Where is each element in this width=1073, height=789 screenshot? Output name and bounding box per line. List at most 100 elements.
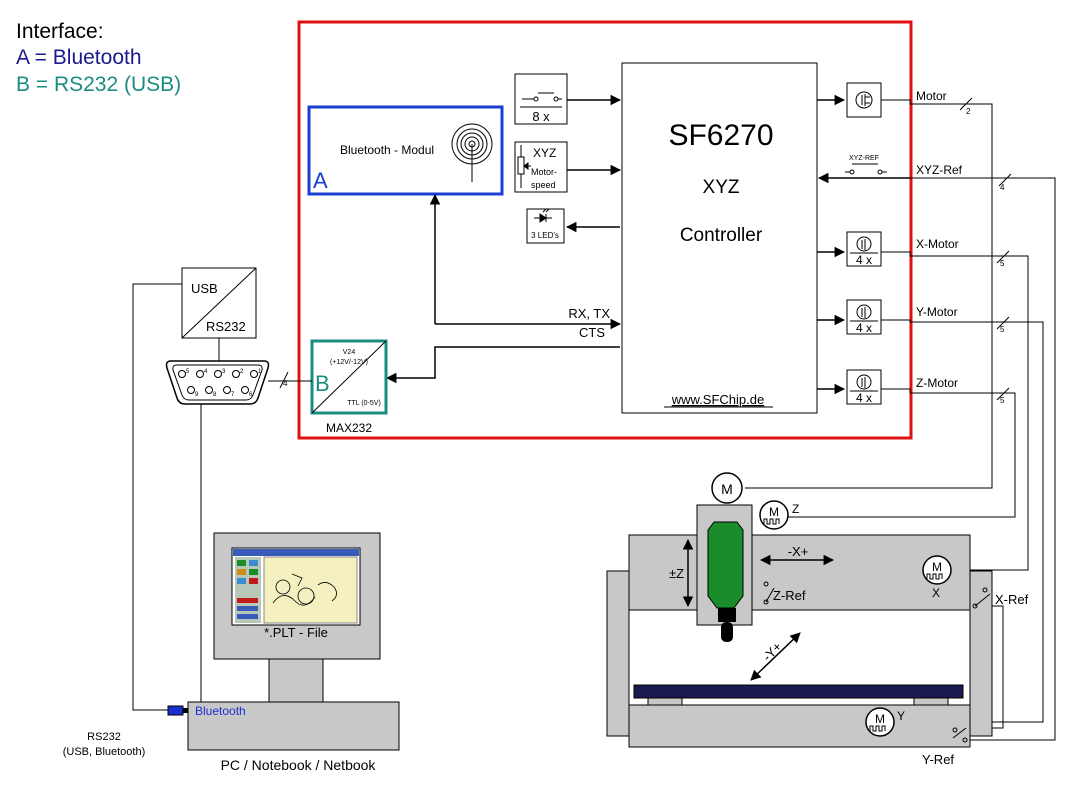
x-motor-output-label: X-Motor: [916, 237, 959, 251]
sf6270-controller: SF6270 XYZ Controller www.SFChip.de: [621, 62, 818, 414]
controller-name: SF6270: [668, 119, 773, 152]
motor-output-label: Motor: [916, 89, 947, 103]
z-motor-driver: 4 x: [846, 369, 882, 405]
potentiometer-icon: [517, 145, 531, 188]
db9-pin-number: 4: [204, 369, 208, 375]
y-ref-switch: [952, 727, 968, 743]
db9-pin: [232, 370, 240, 378]
legend-title: Interface:: [16, 20, 104, 43]
db9-pin-number: 5: [186, 369, 190, 375]
led-outputs: 3 LED's: [526, 208, 565, 244]
bluetooth-letter-a: A: [313, 168, 328, 193]
spindle: [707, 521, 744, 609]
db9-pin-number: 1: [258, 369, 262, 375]
max232-ttl: TTL (0-5V): [347, 400, 381, 407]
db9-pin-number: 9: [195, 392, 199, 398]
z-motor-mult: 4 x: [856, 391, 872, 405]
legend-b: B = RS232 (USB): [16, 73, 181, 96]
work-bed: [633, 684, 964, 699]
db9-pin-number: 2: [240, 369, 244, 375]
y-motor-letter: M: [875, 712, 885, 726]
x-motor-icon: M: [922, 555, 952, 585]
machine-right-side: [969, 570, 993, 737]
z-motor-bus-count: 5: [1000, 396, 1005, 405]
x-motor-axis-label: X: [932, 586, 940, 600]
xyz-ref-switch-label: XYZ-REF: [849, 155, 879, 162]
db9-pin-number: 3: [222, 369, 226, 375]
monitor-stand: [268, 658, 324, 703]
bluetooth-module-label: Bluetooth - Modul: [340, 143, 434, 157]
switch-icon: [522, 92, 562, 102]
x-motor-driver: 4 x: [846, 231, 882, 267]
y-base: [628, 704, 971, 748]
controller-url: www.SFChip.de: [671, 392, 764, 407]
xyz-ref-switch: [845, 163, 887, 175]
x-axis-label: -X+: [788, 544, 809, 559]
controller-line3: Controller: [680, 225, 763, 246]
transistor-icon: [856, 304, 872, 320]
pc-connection-line1: RS232: [87, 731, 121, 743]
x-ref-label: X-Ref: [995, 592, 1029, 607]
bluetooth-module: Bluetooth - Modul A: [307, 105, 504, 196]
usb-label: USB: [191, 281, 218, 296]
y-motor-driver: 4 x: [846, 299, 882, 335]
db9-pin: [187, 386, 195, 394]
controller-box: [621, 62, 818, 414]
transistor-icon: [855, 91, 873, 109]
controller-io-arrows: [565, 94, 910, 395]
max232-v24: V24: [343, 349, 356, 356]
spindle-motor-letter: M: [721, 481, 733, 497]
led-icon: [534, 208, 552, 223]
pc-workstation: *.PLT - File Bluetooth PC / Notebook / N…: [63, 532, 400, 773]
z-motor-axis-label: Z: [792, 502, 799, 516]
antenna-icon: [451, 123, 493, 182]
motor-speed-input: XYZ Motor- speed: [514, 141, 568, 193]
db9-shell: [165, 360, 270, 405]
db9-pin-number: 6: [249, 392, 253, 398]
controller-board-frame: [297, 20, 913, 440]
pc-connection-line2: (USB, Bluetooth): [63, 746, 146, 758]
db9-pin: [223, 386, 231, 394]
rs232-label: RS232: [206, 319, 246, 334]
switch-inputs: 8 x: [514, 73, 568, 125]
y-motor-bus-count: 5: [1000, 325, 1005, 334]
xyz-ref-bus-count: 4: [1000, 183, 1005, 192]
z-motor-output-label: Z-Motor: [916, 376, 958, 390]
bluetooth-dongle-icon: [167, 705, 184, 716]
db9-pin: [178, 370, 186, 378]
y-axis-arrow: [750, 632, 801, 681]
transistor-icon: [856, 236, 872, 252]
db9-pin: [250, 370, 258, 378]
screen-app-thumbnail: [233, 549, 359, 624]
legend-a: A = Bluetooth: [16, 46, 142, 69]
y-motor-icon: M: [865, 707, 895, 737]
x-motor-bus-count: 5: [1000, 259, 1005, 268]
xyz-ref-output-label: XYZ-Ref: [916, 163, 963, 177]
y-axis-label: -Y+: [760, 639, 785, 664]
pc-link-wires: [132, 283, 312, 711]
z-motor-letter: M: [769, 505, 779, 519]
motor-bus-count: 2: [966, 107, 971, 116]
tool-bit: [721, 622, 733, 642]
max232-v24-range: (+12V/-12V): [330, 359, 368, 366]
cts-label: CTS: [579, 325, 605, 340]
motor-driver: [846, 82, 882, 118]
usb-rs232-converter: USB RS232: [181, 267, 257, 339]
db9-pin: [241, 386, 249, 394]
spindle-motor-icon: M: [711, 472, 743, 504]
pc-caption: PC / Notebook / Netbook: [221, 757, 377, 773]
machine-left-side: [606, 570, 630, 737]
interface-legend: Interface: A = Bluetooth B = RS232 (USB): [16, 20, 181, 96]
max232-letter-b: B: [315, 371, 330, 396]
speed-title: XYZ: [533, 146, 556, 160]
x-ref-switch: [972, 587, 991, 609]
y-motor-output-label: Y-Motor: [916, 305, 958, 319]
controller-line2: XYZ: [703, 177, 740, 198]
db9-pin-number: 8: [213, 392, 217, 398]
rx-tx-label: RX, TX: [568, 306, 610, 321]
y-motor-mult: 4 x: [856, 321, 872, 335]
db9-bus-count: 4: [283, 379, 288, 388]
